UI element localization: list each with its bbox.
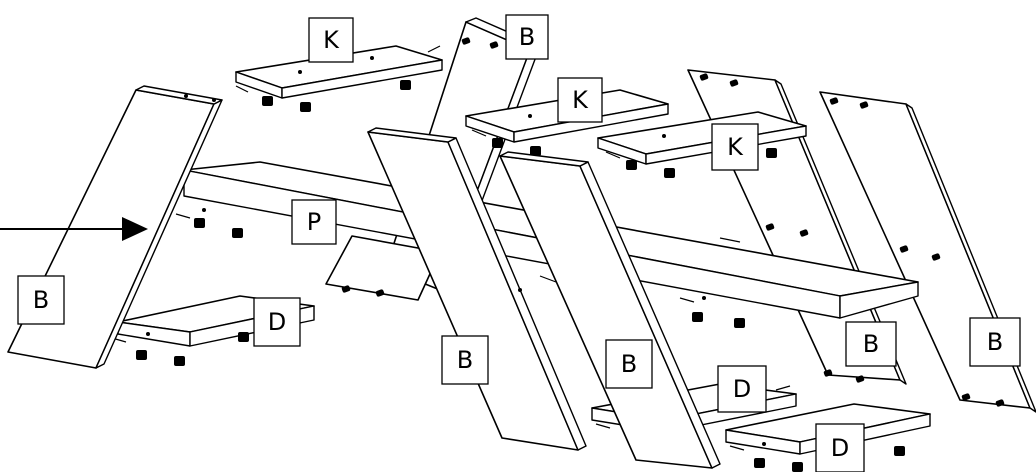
svg-text:D: D	[733, 375, 751, 403]
label-k-middle: K	[557, 77, 603, 123]
label-p-shelf: P	[291, 199, 337, 245]
label-b-center-right: B	[605, 339, 653, 389]
label-b-right-outer: B	[969, 317, 1021, 367]
side-panel-center-right	[499, 151, 721, 469]
label-d-left: D	[253, 297, 301, 347]
insertion-arrow	[0, 217, 148, 241]
svg-text:D: D	[831, 434, 849, 462]
label-d-bottom-right: D	[815, 423, 865, 472]
svg-text:K: K	[323, 26, 340, 54]
svg-text:B: B	[457, 346, 473, 374]
fittings	[184, 37, 1005, 407]
svg-text:B: B	[987, 328, 1003, 356]
label-d-bottom-middle: D	[717, 365, 767, 413]
svg-text:K: K	[572, 86, 589, 114]
shelf-k-top	[235, 45, 443, 112]
side-panel-center-left	[367, 127, 587, 451]
svg-text:B: B	[621, 350, 637, 378]
label-b-left: B	[17, 275, 65, 325]
svg-text:B: B	[33, 286, 49, 314]
svg-text:B: B	[519, 23, 535, 51]
side-panel-lower-back	[325, 235, 441, 301]
svg-text:D: D	[268, 308, 286, 336]
svg-text:P: P	[307, 208, 321, 236]
label-b-back-left: B	[505, 14, 549, 60]
label-b-right-inner: B	[845, 321, 897, 367]
label-k-top: K	[308, 17, 354, 63]
label-b-center-left: B	[441, 335, 489, 385]
svg-text:B: B	[863, 330, 879, 358]
svg-text:K: K	[727, 133, 744, 161]
label-k-right: K	[711, 123, 759, 171]
